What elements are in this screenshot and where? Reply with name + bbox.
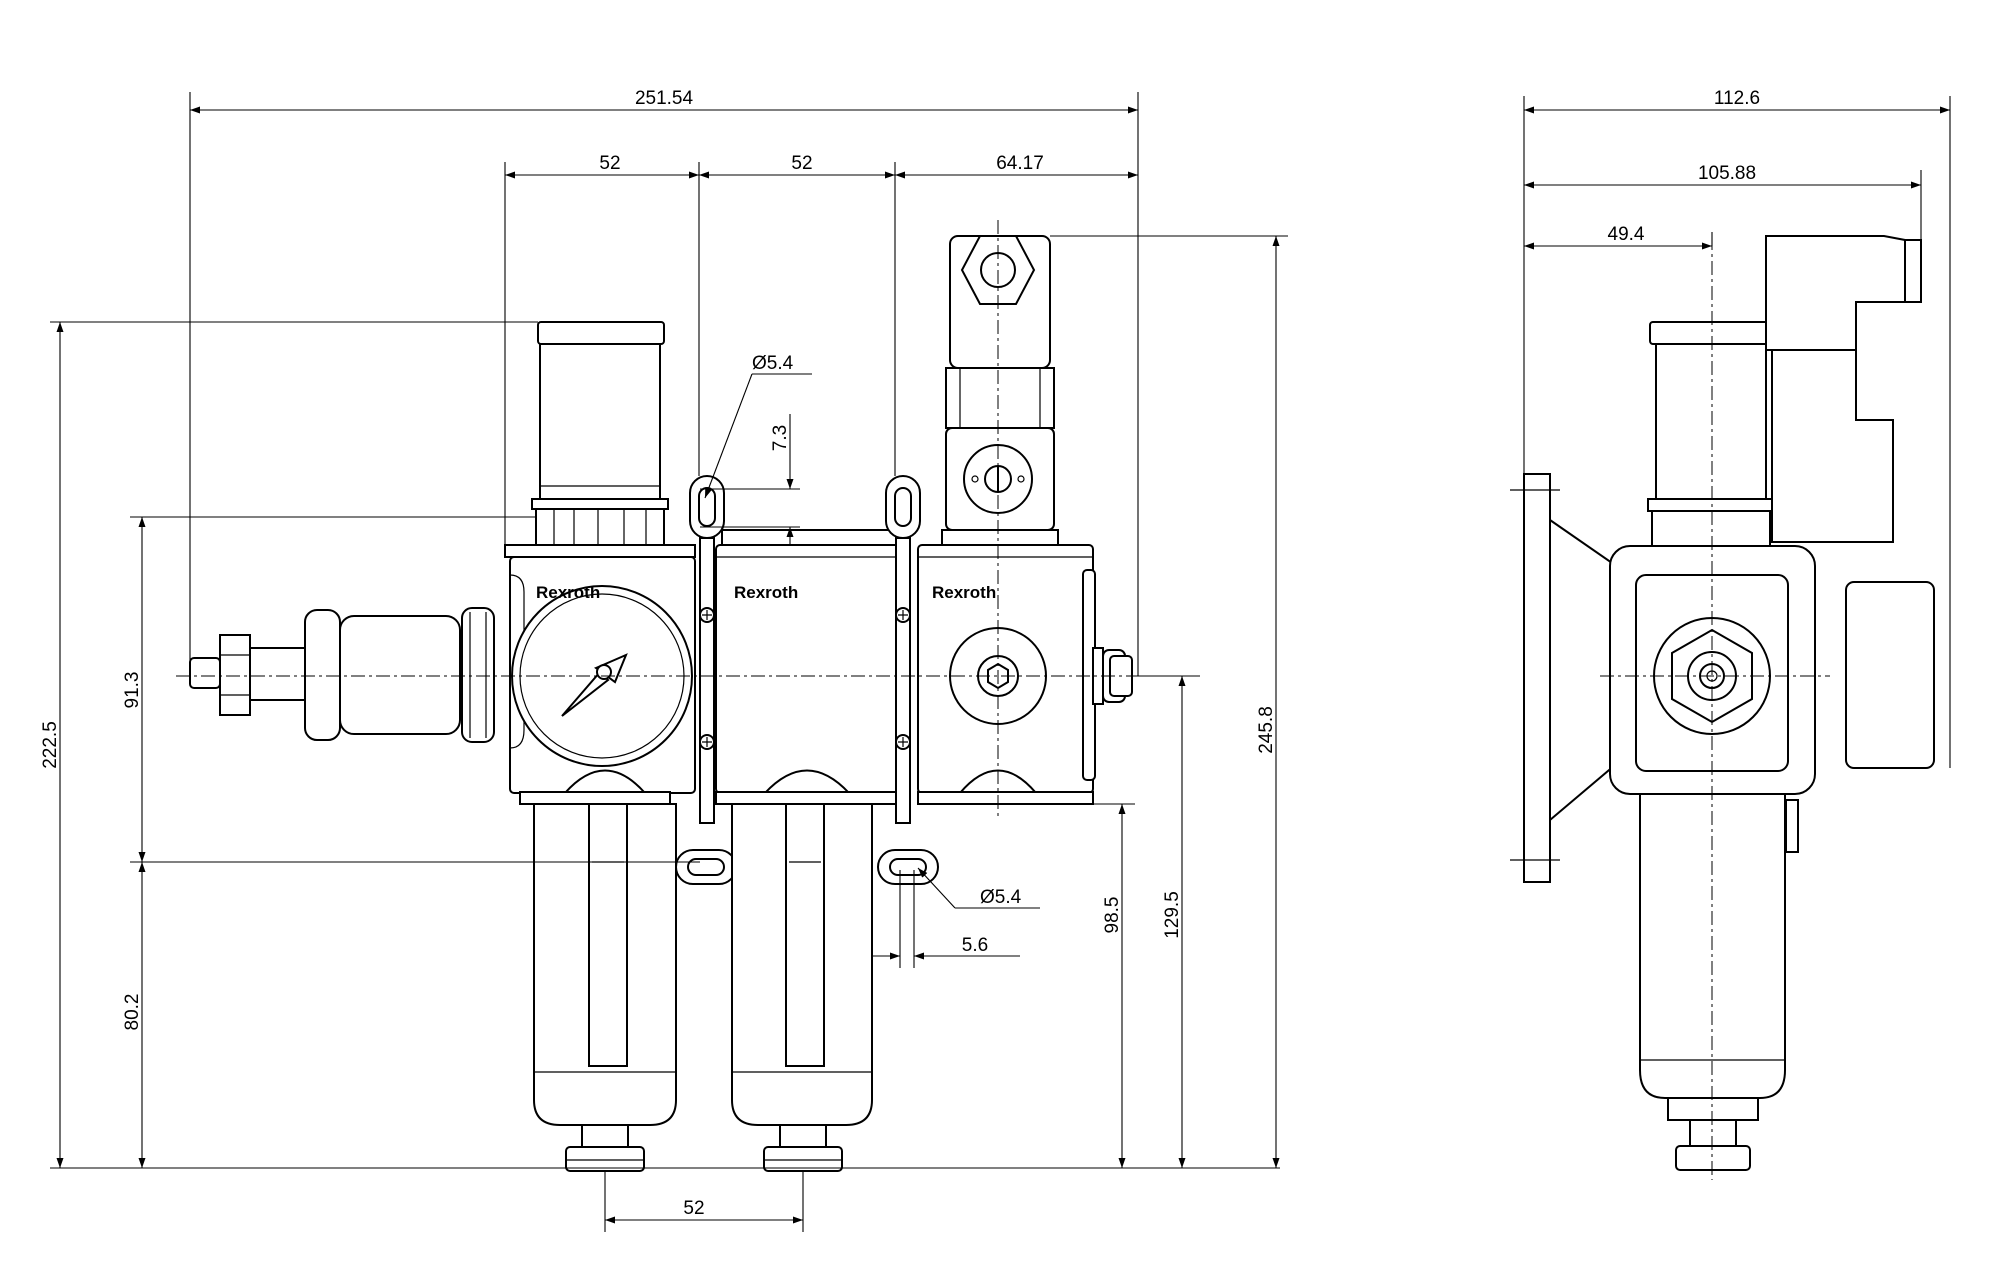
dim-port-height: 129.5 [1162,891,1183,939]
dim-hole-diameter-top: Ø5.4 [752,353,794,374]
dim-slot-offset: 7.3 [770,425,791,451]
valve-module: Rexroth [917,235,1133,805]
dim-height-lower: 80.2 [122,994,143,1031]
dim-drain-spacing: 52 [683,1198,704,1219]
brand-label-3: Rexroth [932,583,996,602]
regulator-module: Rexroth [504,321,696,1172]
dim-height-mid: 91.3 [122,672,143,709]
connector-bracket-1 [675,475,737,885]
brand-label-2: Rexroth [734,583,798,602]
connector-bracket-2 [877,475,939,885]
dim-module-2-width: 52 [791,153,812,174]
dim-hole-diameter-bottom: Ø5.4 [980,887,1022,908]
brand-label-1: Rexroth [536,583,600,602]
dim-module-3-width: 64.17 [996,153,1044,174]
side-view [1510,235,1935,1180]
dim-body-bottom-height: 98.5 [1102,897,1123,934]
dim-slot-width: 5.6 [962,935,988,956]
front-dimensions: 251.54 52 52 64.17 Ø5.4 7.3 222.5 91.3 8… [40,88,1288,1232]
dim-overall-depth: 112.6 [1714,88,1760,109]
front-view: Rexroth Rexroth [176,220,1150,1172]
filter-module: Rexroth [715,529,911,1172]
dim-module-1-width: 52 [599,153,620,174]
side-dimensions: 112.6 105.88 49.4 [1523,88,1951,768]
dim-axis-offset: 49.4 [1608,224,1645,245]
dim-overall-width: 251.54 [635,88,694,109]
inlet-fitting [189,607,495,743]
dim-height-total-left: 222.5 [40,721,61,769]
dim-depth-to-connector: 105.88 [1698,163,1756,184]
dim-height-total-right: 245.8 [1256,706,1277,754]
